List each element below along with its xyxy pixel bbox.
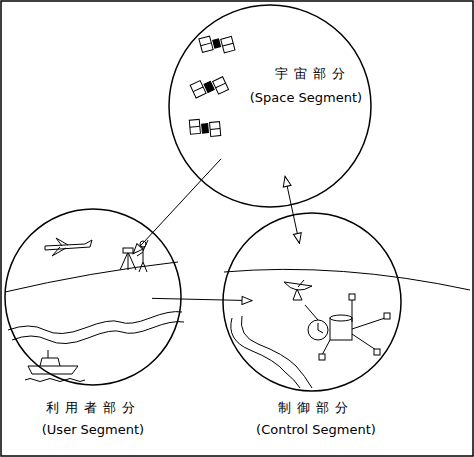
segment-name: 宇宙部分 [275, 66, 351, 82]
link-arrow [285, 176, 299, 243]
circle-outline [4, 208, 182, 386]
segment-name: 制御部分 [278, 400, 354, 416]
segment-name: 利用者部分 [46, 400, 141, 416]
link-arrow [133, 159, 221, 254]
space-segment-circle: 宇宙部分 (Space Segment) [168, 4, 372, 208]
segment-name-english: (Space Segment) [250, 90, 362, 106]
segment-name-english: (User Segment) [42, 422, 144, 438]
circle-outline [168, 4, 372, 208]
segment-name-english: (Control Segment) [256, 422, 376, 438]
satellites [189, 31, 235, 139]
link-arrow [152, 298, 252, 300]
user-segment-circle: 利用者部分(User Segment) [4, 208, 182, 386]
circle-outline [222, 212, 402, 392]
control-segment-circle: 制御部分(Control Segment) [222, 212, 402, 392]
control-scene [224, 269, 470, 388]
